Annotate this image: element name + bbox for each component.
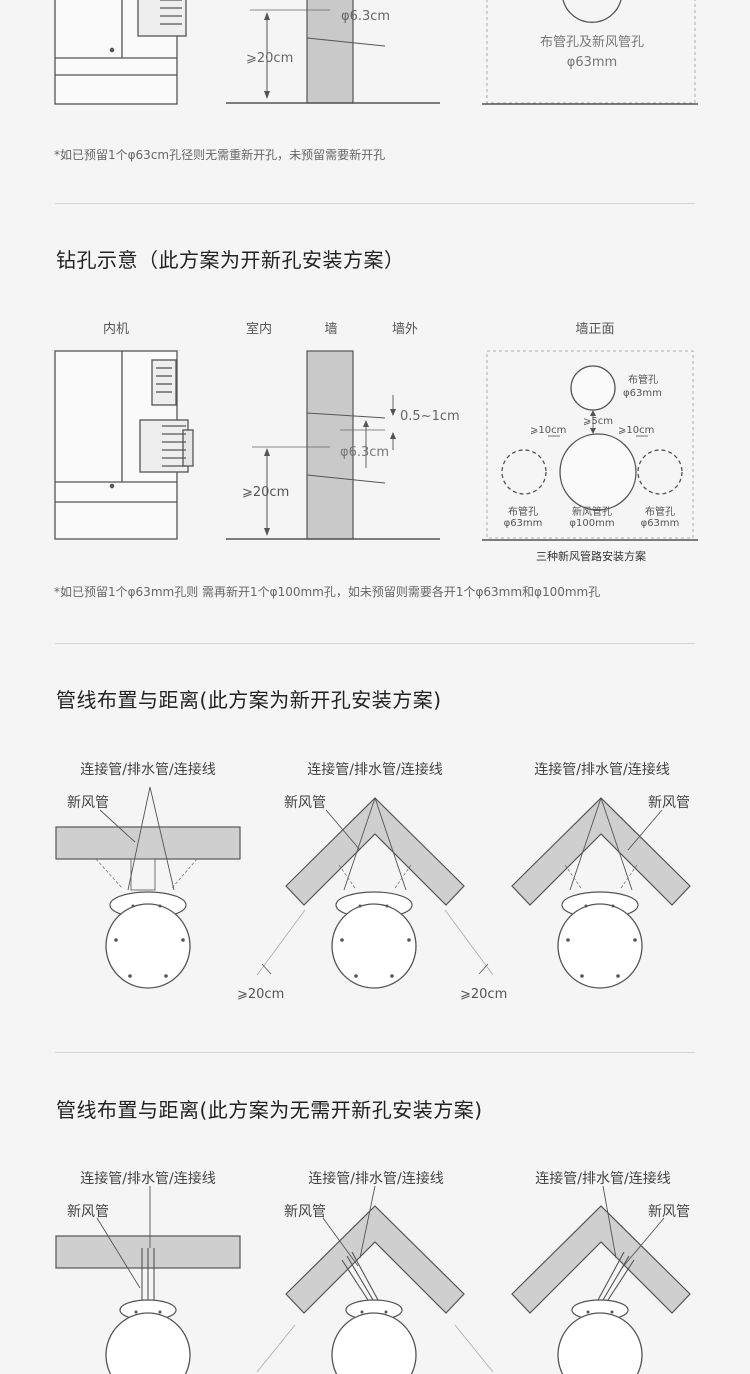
dim-left-label: ⩾20cm [237, 987, 284, 1002]
top-hole-label-1: 布管孔 [628, 373, 658, 386]
fresh-air-label-d: 新风管 [67, 1204, 109, 1220]
dim-label-1: ⩾20cm [246, 51, 293, 66]
divider-3 [55, 1052, 695, 1053]
section3-title: 管线布置与距离(此方案为新开孔安装方案) [56, 688, 442, 712]
left-hole-label-1: 布管孔 [508, 505, 538, 518]
pipes-label-e: 连接管/排水管/连接线 [308, 1170, 443, 1187]
col-wall: 墙 [324, 322, 337, 337]
col-indoor-unit: 内机 [103, 321, 129, 337]
wall-face-2 [482, 350, 698, 541]
section2-diagram: 内机 室内 墙 墙外 墙正面 0.5~1 [54, 321, 698, 563]
layout-corner-center [256, 797, 494, 989]
section2-note: *如已预留1个φ63mm孔则 需再新开1个φ100mm孔，如未预留则需要各开1个… [54, 585, 601, 599]
indoor-unit-partial [54, 0, 187, 105]
section2-title: 钻孔示意（此方案为开新孔安装方案） [56, 248, 405, 272]
hole-label-1: φ6.3cm [341, 9, 390, 24]
gap-right-label: ⩾10cm [618, 425, 654, 436]
section4-title: 管线布置与距离(此方案为无需开新孔安装方案) [56, 1098, 483, 1122]
right-hole-label-1: 布管孔 [645, 505, 675, 518]
center-hole-label-2: φ100mm [569, 518, 614, 529]
section1-diagram: φ6.3cm ⩾20cm 布管孔及新风管孔 φ63mm [54, 0, 698, 105]
divider-1 [55, 203, 695, 204]
top-pipe-hole [570, 365, 616, 411]
pipes-label-a: 连接管/排水管/连接线 [80, 761, 215, 778]
dim-label-2: ⩾20cm [242, 485, 289, 500]
wall-cross-section-2 [226, 350, 440, 540]
pipes-label-d: 连接管/排水管/连接线 [80, 1170, 215, 1187]
pipes-label-c: 连接管/排水管/连接线 [534, 761, 669, 778]
indoor-unit [54, 350, 194, 540]
col-outdoor: 墙外 [392, 322, 418, 337]
slope-label: 0.5~1cm [400, 409, 460, 424]
top-hole-label-2: φ63mm [623, 388, 662, 399]
section3-diagram: 连接管/排水管/连接线 新风管 连接管/排水管/连接线 新风管 ⩾20cm ⩾2… [55, 761, 691, 1002]
pipes-label-f: 连接管/排水管/连接线 [535, 1170, 670, 1187]
wall-cross-section-1 [226, 0, 440, 104]
col-indoor: 室内 [246, 321, 272, 337]
layout-corner-right-existing [511, 1185, 691, 1374]
right-pipe-hole [637, 449, 683, 495]
section1-note: *如已预留1个φ63cm孔径则无需重新开孔，未预留需要新开孔 [54, 148, 386, 162]
layout-flat-ceiling-existing [55, 1186, 241, 1374]
center-hole-label-1: 新风管孔 [572, 505, 612, 518]
fresh-air-label-c: 新风管 [648, 795, 690, 811]
left-pipe-hole [501, 449, 547, 495]
gap-top-label: ⩾5cm [583, 416, 613, 427]
center-fresh-air-hole [559, 433, 637, 511]
fresh-air-label-b: 新风管 [284, 795, 326, 811]
left-hole-label-2: φ63mm [504, 518, 543, 529]
right-hole-label-2: φ63mm [641, 518, 680, 529]
wall-face-label-2: φ63mm [567, 55, 617, 70]
layout-corner-right [511, 797, 691, 989]
hole-label-2: φ6.3cm [340, 445, 389, 460]
fresh-air-label-e: 新风管 [284, 1204, 326, 1220]
wall-face-1 [482, 0, 698, 105]
section4-diagram: 连接管/排水管/连接线 新风管 连接管/排水管/连接线 新风管 连接管/排水管/… [55, 1170, 691, 1374]
dim-right-label: ⩾20cm [460, 987, 507, 1002]
wall-face-caption: 三种新风管路安装方案 [536, 549, 646, 563]
pipes-label-b: 连接管/排水管/连接线 [307, 761, 442, 778]
wall-face-label-1: 布管孔及新风管孔 [540, 34, 644, 50]
fresh-air-label-f: 新风管 [648, 1204, 690, 1220]
fresh-air-label-a: 新风管 [67, 795, 109, 811]
gap-left-label: ⩾10cm [530, 425, 566, 436]
col-wall-face: 墙正面 [575, 322, 614, 337]
layout-corner-left-existing [256, 1185, 494, 1374]
layout-flat-ceiling [55, 786, 241, 989]
divider-2 [55, 643, 695, 644]
